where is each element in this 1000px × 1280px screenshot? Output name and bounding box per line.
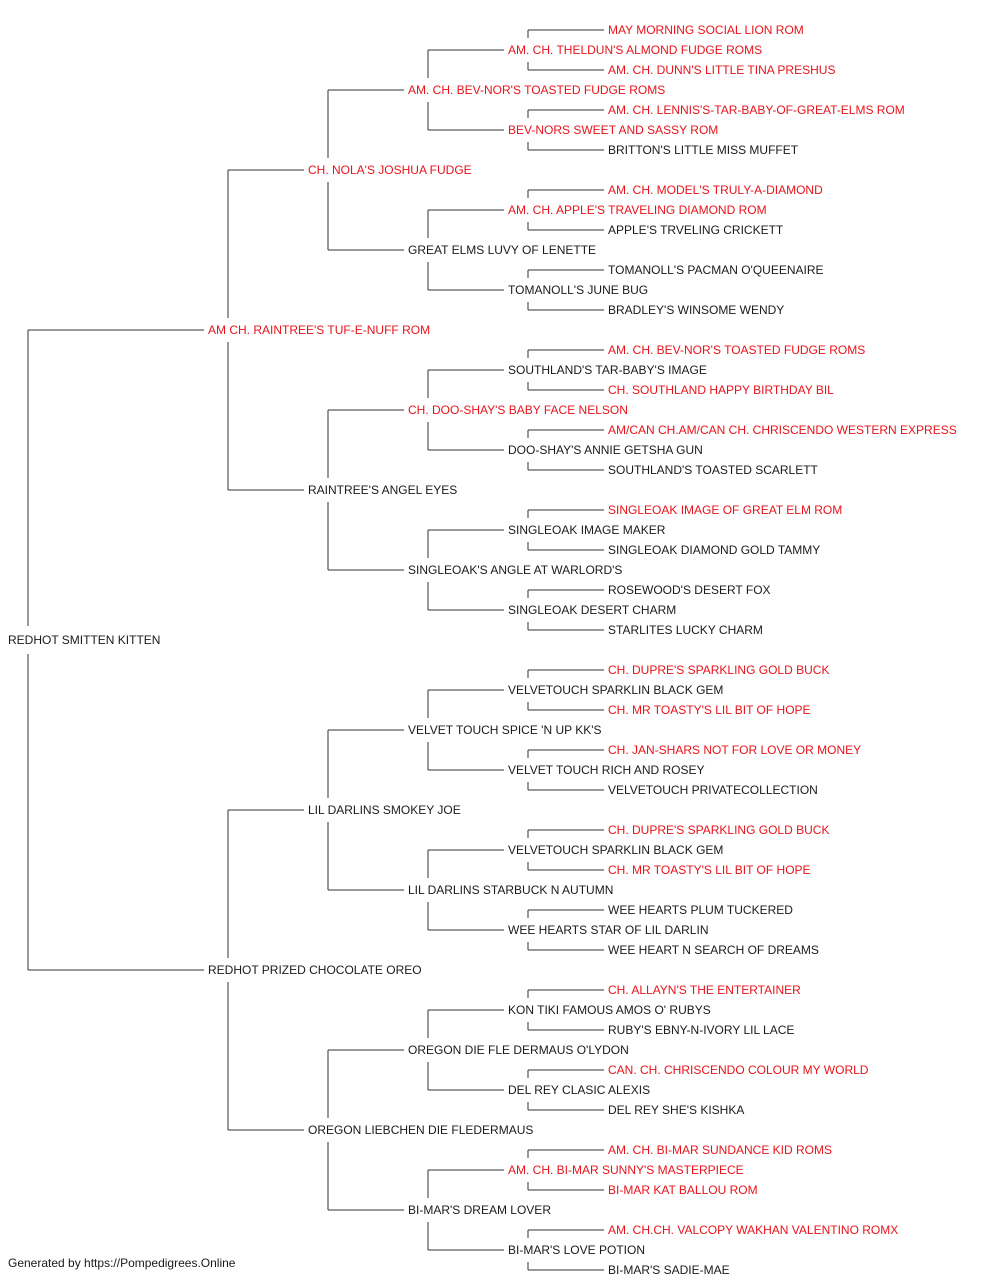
ancestor-name: AM CH. RAINTREE'S TUF-E-NUFF ROM	[208, 323, 430, 337]
ancestor-name: BRITTON'S LITTLE MISS MUFFET	[608, 143, 799, 157]
ancestor-name: AM. CH. BEV-NOR'S TOASTED FUDGE ROMS	[608, 343, 865, 357]
ancestor-name: AM/CAN CH.AM/CAN CH. CHRISCENDO WESTERN …	[608, 423, 957, 437]
ancestor-name: AM. CH. MODEL'S TRULY-A-DIAMOND	[608, 183, 823, 197]
ancestor-name: DOO-SHAY'S ANNIE GETSHA GUN	[508, 443, 703, 457]
ancestor-name: AM. CH. BEV-NOR'S TOASTED FUDGE ROMS	[408, 83, 665, 97]
ancestor-name: BI-MAR'S SADIE-MAE	[608, 1263, 730, 1277]
ancestor-name: CH. MR TOASTY'S LIL BIT OF HOPE	[608, 703, 811, 717]
ancestor-name: DEL REY CLASIC ALEXIS	[508, 1083, 650, 1097]
ancestor-name: LIL DARLINS STARBUCK N AUTUMN	[408, 883, 613, 897]
ancestor-name: AM. CH.CH. VALCOPY WAKHAN VALENTINO ROMX	[608, 1223, 898, 1237]
ancestor-name: BRADLEY'S WINSOME WENDY	[608, 303, 784, 317]
ancestor-name: STARLITES LUCKY CHARM	[608, 623, 763, 637]
ancestor-name: GREAT ELMS LUVY OF LENETTE	[408, 243, 596, 257]
ancestor-name: CH. DOO-SHAY'S BABY FACE NELSON	[408, 403, 628, 417]
ancestor-name: KON TIKI FAMOUS AMOS O' RUBYS	[508, 1003, 711, 1017]
ancestor-name: ROSEWOOD'S DESERT FOX	[608, 583, 771, 597]
ancestor-name: RAINTREE'S ANGEL EYES	[308, 483, 457, 497]
ancestor-name: AM. CH. THELDUN'S ALMOND FUDGE ROMS	[508, 43, 762, 57]
ancestor-name: OREGON LIEBCHEN DIE FLEDERMAUS	[308, 1123, 533, 1137]
ancestor-name: APPLE'S TRVELING CRICKETT	[608, 223, 784, 237]
ancestor-name: SINGLEOAK DESERT CHARM	[508, 603, 676, 617]
ancestor-name: MAY MORNING SOCIAL LION ROM	[608, 23, 804, 37]
ancestor-name: BI-MAR'S LOVE POTION	[508, 1243, 645, 1257]
ancestor-name: CH. SOUTHLAND HAPPY BIRTHDAY BIL	[608, 383, 834, 397]
ancestor-name: CH. ALLAYN'S THE ENTERTAINER	[608, 983, 801, 997]
ancestor-name: VELVETOUCH SPARKLIN BLACK GEM	[508, 843, 723, 857]
ancestor-name: TOMANOLL'S JUNE BUG	[508, 283, 648, 297]
ancestor-name: REDHOT PRIZED CHOCOLATE OREO	[208, 963, 422, 977]
ancestor-name: SINGLEOAK IMAGE OF GREAT ELM ROM	[608, 503, 842, 517]
ancestor-name: BI-MAR'S DREAM LOVER	[408, 1203, 551, 1217]
ancestor-name: VELVET TOUCH SPICE 'N UP KK'S	[408, 723, 602, 737]
ancestor-name: AM. CH. LENNIS'S-TAR-BABY-OF-GREAT-ELMS …	[608, 103, 905, 117]
ancestor-name: BEV-NORS SWEET AND SASSY ROM	[508, 123, 718, 137]
ancestor-name: SINGLEOAK DIAMOND GOLD TAMMY	[608, 543, 820, 557]
ancestor-name: VELVETOUCH SPARKLIN BLACK GEM	[508, 683, 723, 697]
ancestor-name: CH. DUPRE'S SPARKLING GOLD BUCK	[608, 663, 829, 677]
ancestor-name: CH. NOLA'S JOSHUA FUDGE	[308, 163, 472, 177]
ancestor-name: WEE HEARTS PLUM TUCKERED	[608, 903, 793, 917]
ancestor-name: VELVET TOUCH RICH AND ROSEY	[508, 763, 705, 777]
subject-name: REDHOT SMITTEN KITTEN	[8, 633, 160, 647]
ancestor-name: OREGON DIE FLE DERMAUS O'LYDON	[408, 1043, 629, 1057]
ancestor-name: CH. JAN-SHARS NOT FOR LOVE OR MONEY	[608, 743, 861, 757]
ancestor-name: VELVETOUCH PRIVATECOLLECTION	[608, 783, 818, 797]
ancestor-name: DEL REY SHE'S KISHKA	[608, 1103, 744, 1117]
ancestor-name: SOUTHLAND'S TAR-BABY'S IMAGE	[508, 363, 707, 377]
ancestor-name: LIL DARLINS SMOKEY JOE	[308, 803, 461, 817]
generated-by-footer: Generated by https://Pompedigrees.Online	[8, 1256, 236, 1270]
ancestor-name: SINGLEOAK'S ANGLE AT WARLORD'S	[408, 563, 622, 577]
ancestor-name: AM. CH. BI-MAR SUNNY'S MASTERPIECE	[508, 1163, 744, 1177]
ancestor-name: CH. MR TOASTY'S LIL BIT OF HOPE	[608, 863, 811, 877]
ancestor-name: TOMANOLL'S PACMAN O'QUEENAIRE	[608, 263, 824, 277]
ancestor-name: BI-MAR KAT BALLOU ROM	[608, 1183, 758, 1197]
ancestor-name: CAN. CH. CHRISCENDO COLOUR MY WORLD	[608, 1063, 869, 1077]
ancestor-name: RUBY'S EBNY-N-IVORY LIL LACE	[608, 1023, 794, 1037]
ancestor-name: WEE HEART N SEARCH OF DREAMS	[608, 943, 819, 957]
ancestor-name: AM. CH. DUNN'S LITTLE TINA PRESHUS	[608, 63, 835, 77]
ancestor-name: WEE HEARTS STAR OF LIL DARLIN	[508, 923, 708, 937]
ancestor-name: SINGLEOAK IMAGE MAKER	[508, 523, 666, 537]
ancestor-name: SOUTHLAND'S TOASTED SCARLETT	[608, 463, 819, 477]
ancestor-name: AM. CH. APPLE'S TRAVELING DIAMOND ROM	[508, 203, 767, 217]
ancestor-name: AM. CH. BI-MAR SUNDANCE KID ROMS	[608, 1143, 832, 1157]
ancestor-name: CH. DUPRE'S SPARKLING GOLD BUCK	[608, 823, 829, 837]
